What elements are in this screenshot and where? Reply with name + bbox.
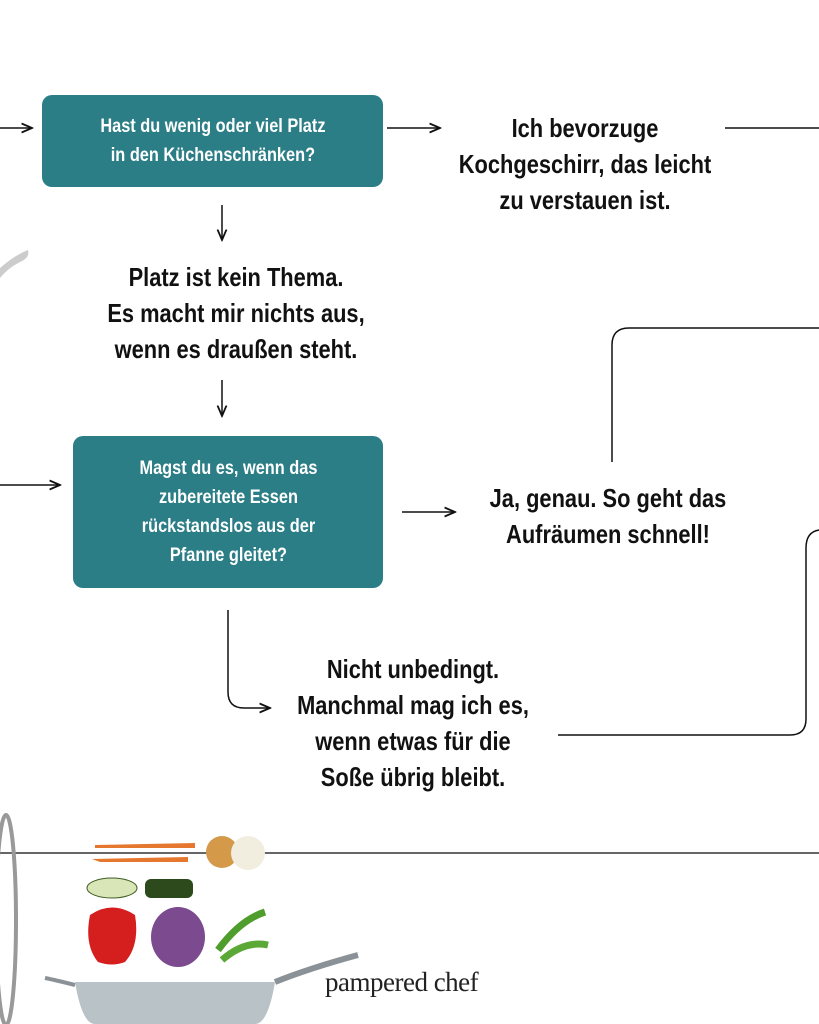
bell-pepper-icon [88,907,137,965]
utensil-handle-icon [0,250,29,278]
answer-easy-storage: Ich bevorzuge Kochgeschirr, das leicht z… [458,113,712,215]
question-text: Hast du wenig oder viel Platz in den Küc… [99,116,326,166]
question-box-cabinet-space: Hast du wenig oder viel Platz in den Küc… [42,95,383,187]
arrow-q2-to-no [227,610,270,708]
answer-not-necessarily: Nicht unbedingt. Manchmal mag ich es, we… [297,654,529,792]
question-text: Magst du es, wenn das zubereitete Essen … [139,458,317,566]
snap-peas-icon [215,908,269,963]
wok-pan-icon [44,952,359,1024]
question-box-nonstick: Magst du es, wenn das zubereitete Essen … [73,436,383,588]
red-cabbage-icon [151,907,205,967]
answer-yes-easy-cleanup: Ja, genau. So geht das Aufräumen schnell… [489,483,727,549]
line-yes-up [611,327,819,462]
line-no-right [558,529,819,736]
onion-icon [206,836,265,870]
carrot-icon [92,843,195,862]
zucchini-icon [86,877,193,899]
pampered-chef-logo: pampered chef [325,967,479,997]
pot-lid-icon [0,813,18,1024]
answer-space-no-issue: Platz ist kein Thema. Es macht mir nicht… [107,262,365,364]
